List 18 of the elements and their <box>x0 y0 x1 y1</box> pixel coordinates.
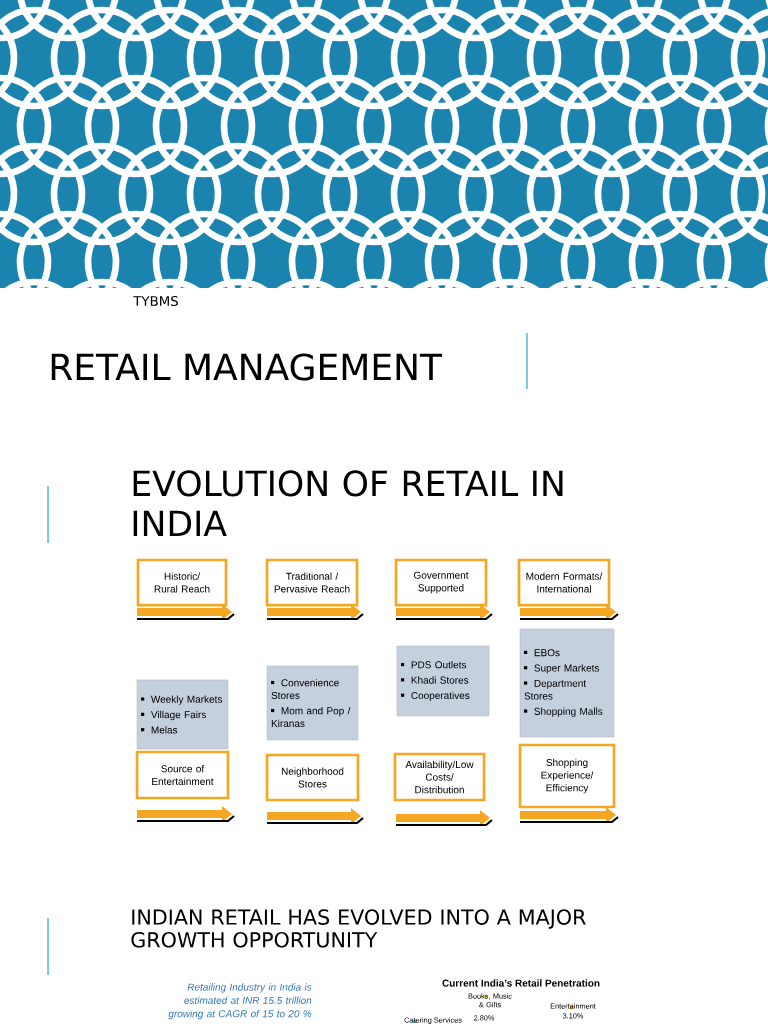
stage-box: Government Supported <box>394 558 488 607</box>
list-box: Weekly Markets Village Fairs Melas <box>136 679 229 750</box>
slide-heading: EVOLUTION OF RETAIL IN INDIA <box>133 470 563 536</box>
list-box: PDS Outlets Khadi Stores Cooperatives <box>396 645 490 717</box>
stage-box: Historic/ Rural Reach <box>136 558 228 607</box>
stage-box: Source of Entertainment <box>135 750 230 800</box>
body-text: Retailing Industry in India is estimated at INR 15.5 trillion growing at CAGR of 15 to 20 % <box>168 983 312 1020</box>
stage-box: Modern Formats/ International <box>517 558 611 607</box>
slide-heading: INDIAN RETAIL HAS EVOLVED INTO A MAJOR GROWTH OPPORTUNITY <box>131 909 586 948</box>
stage-box: Neighborhood Stores <box>265 753 360 802</box>
stage-box: Shopping Experience/ Efficiency <box>518 743 616 809</box>
list-box: EBOs Super Markets Department Stores Shopping Malls <box>519 628 615 738</box>
title: RETAIL MANAGEMENT <box>51 353 443 381</box>
stage-box: Availability/Low Costs/ Distribution <box>393 752 486 802</box>
subtitle: TYBMS <box>133 295 178 307</box>
stage-box: Traditional / Pervasive Reach <box>265 558 359 607</box>
list-box: Convenience Stores Mom and Pop / Kiranas <box>266 665 359 741</box>
chart-title: Current India’s Retail Penetration <box>442 979 600 987</box>
